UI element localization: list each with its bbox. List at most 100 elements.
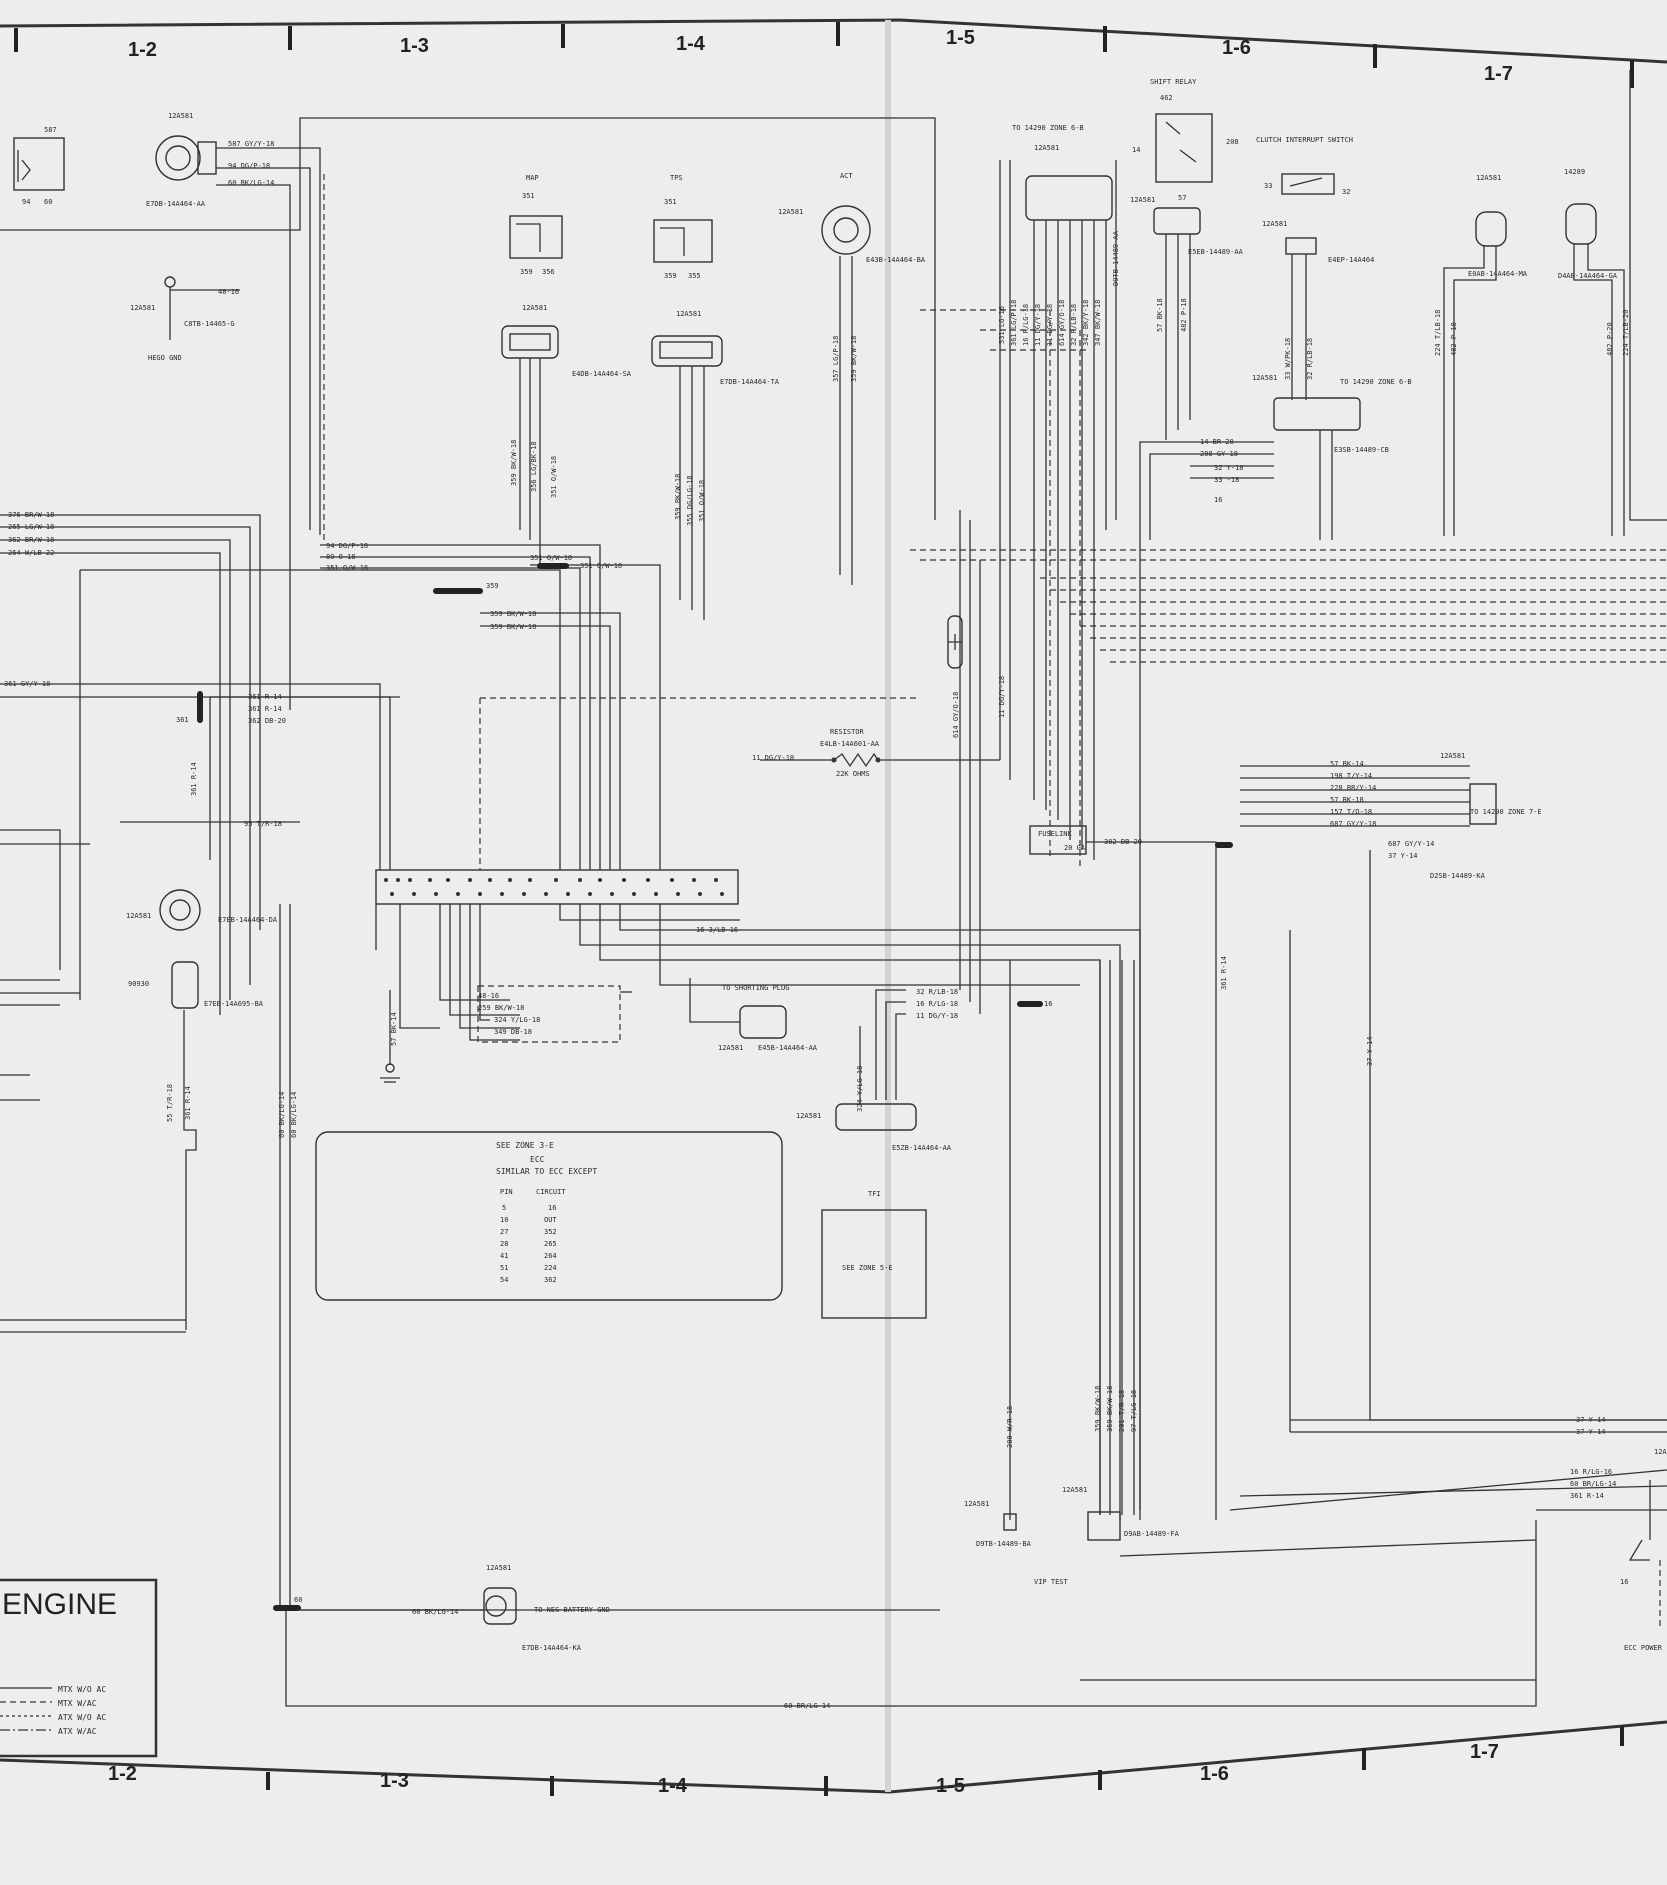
svg-text:CLUTCH INTERRUPT SWITCH: CLUTCH INTERRUPT SWITCH: [1256, 136, 1353, 144]
svg-text:16 R/LG-18: 16 R/LG-18: [916, 1000, 958, 1008]
e4ep-connector: 12A581 E4EP-14A464: [1262, 220, 1374, 400]
zone-label: 1-7: [1484, 63, 1513, 85]
svg-text:FUSELINK: FUSELINK: [1038, 830, 1073, 838]
diode-614: 614 GY/O-18 11 DG/Y-18: [947, 615, 1006, 738]
svg-text:60: 60: [294, 1596, 302, 1604]
svg-text:12A581: 12A581: [1062, 1486, 1087, 1494]
svg-text:TPS: TPS: [670, 174, 683, 182]
svg-text:11 DG/Y-18: 11 DG/Y-18: [1034, 304, 1042, 346]
svg-text:362: 362: [544, 1276, 557, 1284]
svg-text:614 GY/O-18: 614 GY/O-18: [1058, 300, 1066, 346]
svg-text:16: 16: [1044, 1000, 1052, 1008]
svg-text:E3SB-14489-CB: E3SB-14489-CB: [1334, 446, 1389, 454]
svg-text:265: 265: [544, 1240, 557, 1248]
svg-text:12A581: 12A581: [522, 304, 547, 312]
svg-text:CIRCUIT: CIRCUIT: [536, 1188, 566, 1196]
zone-label: 1-5: [946, 27, 975, 49]
svg-text:12A581: 12A581: [964, 1500, 989, 1508]
svg-text:12A581: 12A581: [1252, 374, 1277, 382]
svg-text:PIN: PIN: [500, 1188, 513, 1196]
svg-text:MAP: MAP: [526, 174, 539, 182]
svg-text:12A581: 12A581: [1440, 752, 1465, 760]
svg-text:359: 359: [664, 272, 677, 280]
svg-text:E7EB-14A464-DA: E7EB-14A464-DA: [218, 916, 278, 924]
shift-relay: SHIFT RELAY 462 14 208 57: [1132, 78, 1239, 202]
svg-text:201 T/R-18: 201 T/R-18: [1118, 1390, 1126, 1432]
svg-text:41: 41: [500, 1252, 508, 1260]
svg-text:94 DG/P-18: 94 DG/P-18: [326, 542, 368, 550]
svg-text:356 LG/BK-18: 356 LG/BK-18: [530, 441, 538, 492]
svg-text:462: 462: [1160, 94, 1173, 102]
egr-connector: 12A581 E5EB-14489-AA 57 BK-18 482 P-18: [1130, 196, 1244, 440]
svg-text:12A581: 12A581: [1130, 196, 1155, 204]
svg-text:20 GA: 20 GA: [1064, 844, 1086, 852]
svg-text:22K OHMS: 22K OHMS: [836, 770, 870, 778]
svg-text:TFI: TFI: [868, 1190, 881, 1198]
svg-text:359 BK/W-18: 359 BK/W-18: [1094, 1386, 1102, 1432]
svg-text:359 BK/W-18: 359 BK/W-18: [1106, 1386, 1114, 1432]
wire-top-loop: [0, 117, 936, 520]
svg-text:224 T/LB-20: 224 T/LB-20: [1622, 310, 1630, 356]
svg-text:264 W/LB-22: 264 W/LB-22: [8, 549, 54, 557]
legend-item: ATX W/O AC: [58, 1713, 106, 1722]
svg-text:54: 54: [500, 1276, 508, 1284]
svg-text:95 T/R-18: 95 T/R-18: [244, 820, 282, 828]
zone-label: 1-5: [936, 1775, 965, 1797]
svg-text:57 BK-14: 57 BK-14: [390, 1012, 398, 1046]
svg-text:33: 33: [1264, 182, 1272, 190]
svg-text:27: 27: [500, 1228, 508, 1236]
svg-text:97 T/LG-18: 97 T/LG-18: [1130, 1390, 1138, 1432]
svg-text:D9TB-14489-BA: D9TB-14489-BA: [976, 1540, 1032, 1548]
svg-text:16 R/LG-16: 16 R/LG-16: [1570, 1468, 1612, 1476]
clutch-interrupt-switch: CLUTCH INTERRUPT SWITCH 33 32: [1256, 136, 1353, 196]
svg-text:12A581: 12A581: [1654, 1448, 1667, 1456]
svg-text:57 BK-18: 57 BK-18: [1156, 298, 1164, 332]
svg-text:57 BK-14: 57 BK-14: [1330, 760, 1364, 768]
svg-text:355 DG/LG-18: 355 DG/LG-18: [686, 475, 694, 526]
svg-text:VIP TEST: VIP TEST: [1034, 1578, 1069, 1586]
svg-text:48-16: 48-16: [218, 288, 239, 296]
svg-text:359: 359: [520, 268, 533, 276]
e7eb-sensor: 12A581 E7EB-14A464-DA 95 T/R-18: [120, 820, 300, 931]
svg-text:16 3/LB-16: 16 3/LB-16: [696, 926, 738, 934]
top-border: [0, 18, 1667, 88]
svg-text:37 Y-14: 37 Y-14: [1366, 1036, 1374, 1066]
svg-text:12A581: 12A581: [1262, 220, 1287, 228]
zone-label: 1-3: [400, 35, 429, 57]
svg-text:16 R/LG-18: 16 R/LG-18: [1022, 304, 1030, 346]
fuselink: FUSELINK 20 GA 302 DB-20 361 R-14: [1029, 825, 1233, 1520]
zone-label: 1-6: [1200, 1763, 1229, 1785]
svg-text:302 DB-20: 302 DB-20: [1104, 838, 1142, 846]
svg-text:361 R-14: 361 R-14: [248, 693, 282, 701]
svg-text:TO 14290 ZONE 6-B: TO 14290 ZONE 6-B: [1340, 378, 1412, 386]
svg-text:E7DB-14A464-AA: E7DB-14A464-AA: [146, 200, 206, 208]
svg-text:361 R-14: 361 R-14: [190, 762, 198, 796]
svg-text:351 O/W-18: 351 O/W-18: [550, 456, 558, 498]
svg-text:E45B-14A464-AA: E45B-14A464-AA: [758, 1044, 818, 1052]
svg-text:12A581: 12A581: [1034, 144, 1059, 152]
svg-text:482 P-18: 482 P-18: [1450, 322, 1458, 356]
svg-text:12A581: 12A581: [168, 112, 193, 120]
svg-text:ACT: ACT: [840, 172, 853, 180]
svg-text:361 R-14: 361 R-14: [1220, 956, 1228, 990]
svg-text:E5EB-14489-AA: E5EB-14489-AA: [1188, 248, 1244, 256]
svg-text:90930: 90930: [128, 980, 149, 988]
svg-text:200 W/R-18: 200 W/R-18: [1006, 1406, 1014, 1448]
svg-text:60 BK/LG-14: 60 BK/LG-14: [228, 179, 274, 187]
svg-text:351: 351: [522, 192, 535, 200]
svg-text:ECC POWER: ECC POWER: [1624, 1644, 1663, 1652]
svg-text:33 W/PK-18: 33 W/PK-18: [1284, 338, 1292, 380]
svg-text:14: 14: [1132, 146, 1140, 154]
svg-text:E7DB-14A464-KA: E7DB-14A464-KA: [522, 1644, 582, 1652]
svg-text:351: 351: [664, 198, 677, 206]
svg-text:E4EP-14A464: E4EP-14A464: [1328, 256, 1374, 264]
svg-text:12A581: 12A581: [486, 1564, 511, 1572]
svg-text:D4AB-14A464-GA: D4AB-14A464-GA: [1558, 272, 1618, 280]
svg-text:OUT: OUT: [544, 1216, 557, 1224]
svg-text:228 BR/Y-14: 228 BR/Y-14: [1330, 784, 1376, 792]
svg-text:14289: 14289: [1564, 168, 1585, 176]
svg-text:376 BR/W-18: 376 BR/W-18: [8, 511, 54, 519]
legend-item: MTX W/AC: [58, 1699, 97, 1708]
legend-title: ENGINE: [2, 1588, 117, 1621]
svg-text:32 Y-18: 32 Y-18: [1214, 464, 1244, 472]
